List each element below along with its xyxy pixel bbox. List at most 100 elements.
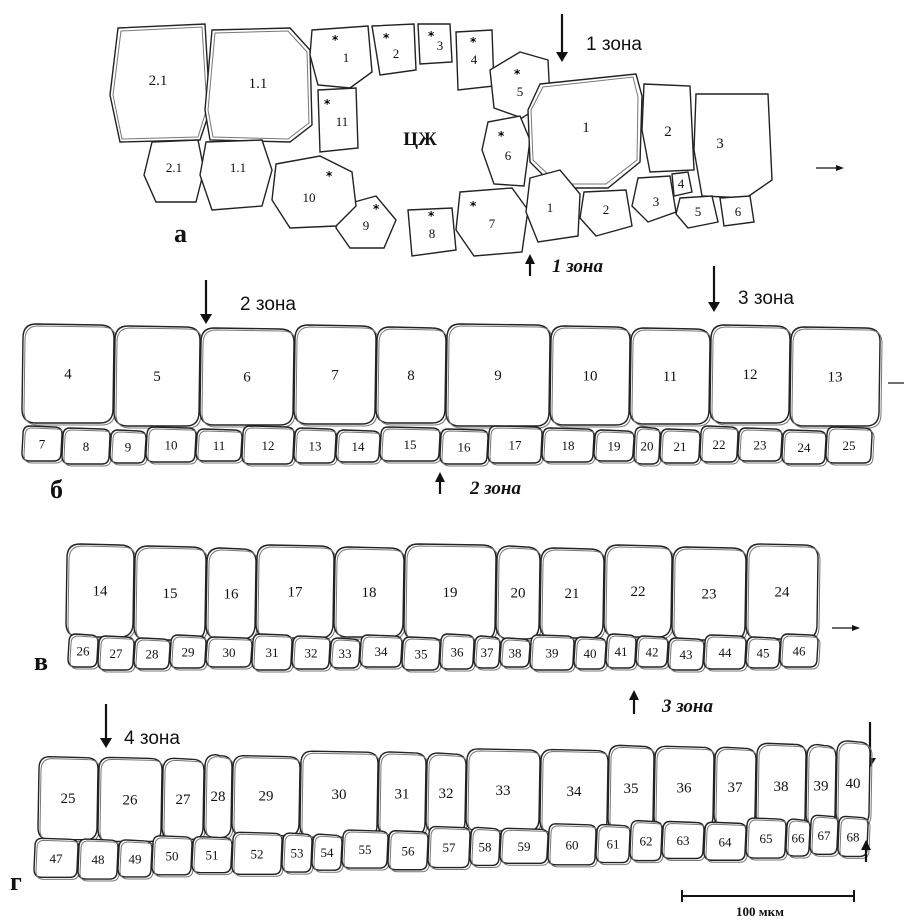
zone-label: 3 зона <box>661 696 713 717</box>
cell-label: 53 <box>291 846 304 861</box>
ring-cell-3 <box>418 24 452 64</box>
cell-label: 67 <box>818 828 832 843</box>
cell-label: 37 <box>728 780 744 796</box>
cell-label: 64 <box>719 834 733 849</box>
cell-label: 33 <box>496 783 511 799</box>
cell-label: 17 <box>288 585 304 601</box>
cell-label: 44 <box>719 645 733 660</box>
cell-label: 38 <box>774 779 789 795</box>
cell-label: 54 <box>321 845 335 860</box>
cell-label: 4 <box>64 367 72 383</box>
svg-text:*: * <box>383 31 390 45</box>
cell-label: 17 <box>509 438 523 453</box>
cell-label: 51 <box>206 848 219 863</box>
cell-label: 56 <box>402 843 416 858</box>
cell-label: 11 <box>663 369 677 385</box>
cell-label: 39 <box>546 646 559 661</box>
panel-b: 2 зона 3 зона 45678910111213 78910111213… <box>22 266 904 504</box>
cell-label: 42 <box>646 645 659 660</box>
cell-label: 2 <box>664 124 672 140</box>
cell-label: 34 <box>567 784 583 800</box>
cell-label: 5 <box>695 204 702 219</box>
ring-cell-1 <box>310 26 372 88</box>
cell-label: 32 <box>439 786 454 802</box>
svg-text:*: * <box>324 97 331 111</box>
cell-label: 41 <box>615 644 628 659</box>
cell-label: 35 <box>624 781 639 797</box>
zone-label: 2 зона <box>469 478 521 499</box>
cell-label: 5 <box>153 369 161 385</box>
cell-label: 66 <box>792 831 806 846</box>
ring-label: 3 <box>437 38 444 53</box>
central-lumen-label: ЦЖ <box>403 129 437 150</box>
cell-label: 24 <box>798 440 812 455</box>
cell-label: 7 <box>39 437 46 452</box>
cell-label: 30 <box>223 645 236 660</box>
cell-label: 21 <box>565 586 580 602</box>
cell-label: 62 <box>640 834 653 849</box>
cell-label: 15 <box>404 437 417 452</box>
cell-label: 25 <box>843 438 856 453</box>
cell-label: 34 <box>375 644 389 659</box>
cell-label: 37 <box>481 645 495 660</box>
cell-label: 20 <box>511 586 526 602</box>
cell-label: 55 <box>359 842 372 857</box>
cell-label: 11 <box>213 438 226 453</box>
cell-label: 15 <box>163 586 178 602</box>
cell-label: 6 <box>243 370 251 386</box>
cell-label: 40 <box>584 646 597 661</box>
cell-label: 31 <box>395 786 410 802</box>
cell-label: 49 <box>129 851 142 866</box>
cell-label: 57 <box>443 840 457 855</box>
cell-label: 18 <box>562 438 575 453</box>
cell-label: 48 <box>92 852 105 867</box>
ring-label: 7 <box>489 216 496 231</box>
cell-label: 18 <box>362 585 377 601</box>
cell-label: 2.1 <box>166 160 182 175</box>
cell-label: 12 <box>262 438 275 453</box>
cell-label: 8 <box>407 368 415 384</box>
svg-text:*: * <box>514 67 521 81</box>
cell-label: 63 <box>677 833 690 848</box>
zone-label: 3 зона <box>738 288 794 309</box>
cell-label: 2 <box>603 202 610 217</box>
cell-label: 26 <box>123 792 139 808</box>
svg-text:*: * <box>498 129 505 143</box>
cell-label: 13 <box>309 439 322 454</box>
cell-label: 4 <box>678 176 685 191</box>
cell-label: 26 <box>77 644 91 659</box>
cell-label: 52 <box>251 846 264 861</box>
scale-bar-label: 100 мкм <box>736 904 784 919</box>
panel-letter-a: а <box>174 219 187 248</box>
cell-label: 32 <box>305 646 318 661</box>
cell-label: 27 <box>176 792 192 808</box>
ring-label: 10 <box>303 190 316 205</box>
cell-label: 6 <box>735 204 742 219</box>
svg-text:*: * <box>373 202 380 216</box>
cell-label: 29 <box>182 645 195 660</box>
svg-text:*: * <box>332 33 339 47</box>
cell-label: 59 <box>518 839 531 854</box>
cell-a-1-1-small <box>200 140 272 210</box>
cell-label: 22 <box>631 584 646 600</box>
cell-label: 36 <box>677 780 693 796</box>
cell-label: 10 <box>165 438 178 453</box>
svg-text:*: * <box>470 35 477 49</box>
cell-label: 21 <box>674 439 687 454</box>
svg-text:*: * <box>428 29 435 43</box>
cell-label: 12 <box>743 367 758 383</box>
cell-label: 27 <box>110 646 124 661</box>
ring-label: 1 <box>343 50 350 65</box>
panel-b-lower-row: 78910111213141516171819202122232425 <box>22 426 874 466</box>
cell-label: 28 <box>211 789 226 805</box>
cell-label: 24 <box>775 585 791 601</box>
cell-label: 68 <box>847 829 860 844</box>
ring-label: 5 <box>517 84 524 99</box>
cell-label: 35 <box>415 647 428 662</box>
cell-label: 13 <box>828 370 843 386</box>
zone-label: 4 зона <box>124 728 180 749</box>
panel-c-lower-row: 2627282930313233343536373839404142434445… <box>68 634 820 672</box>
cell-label: 43 <box>680 647 693 662</box>
cell-label: 38 <box>509 646 522 661</box>
